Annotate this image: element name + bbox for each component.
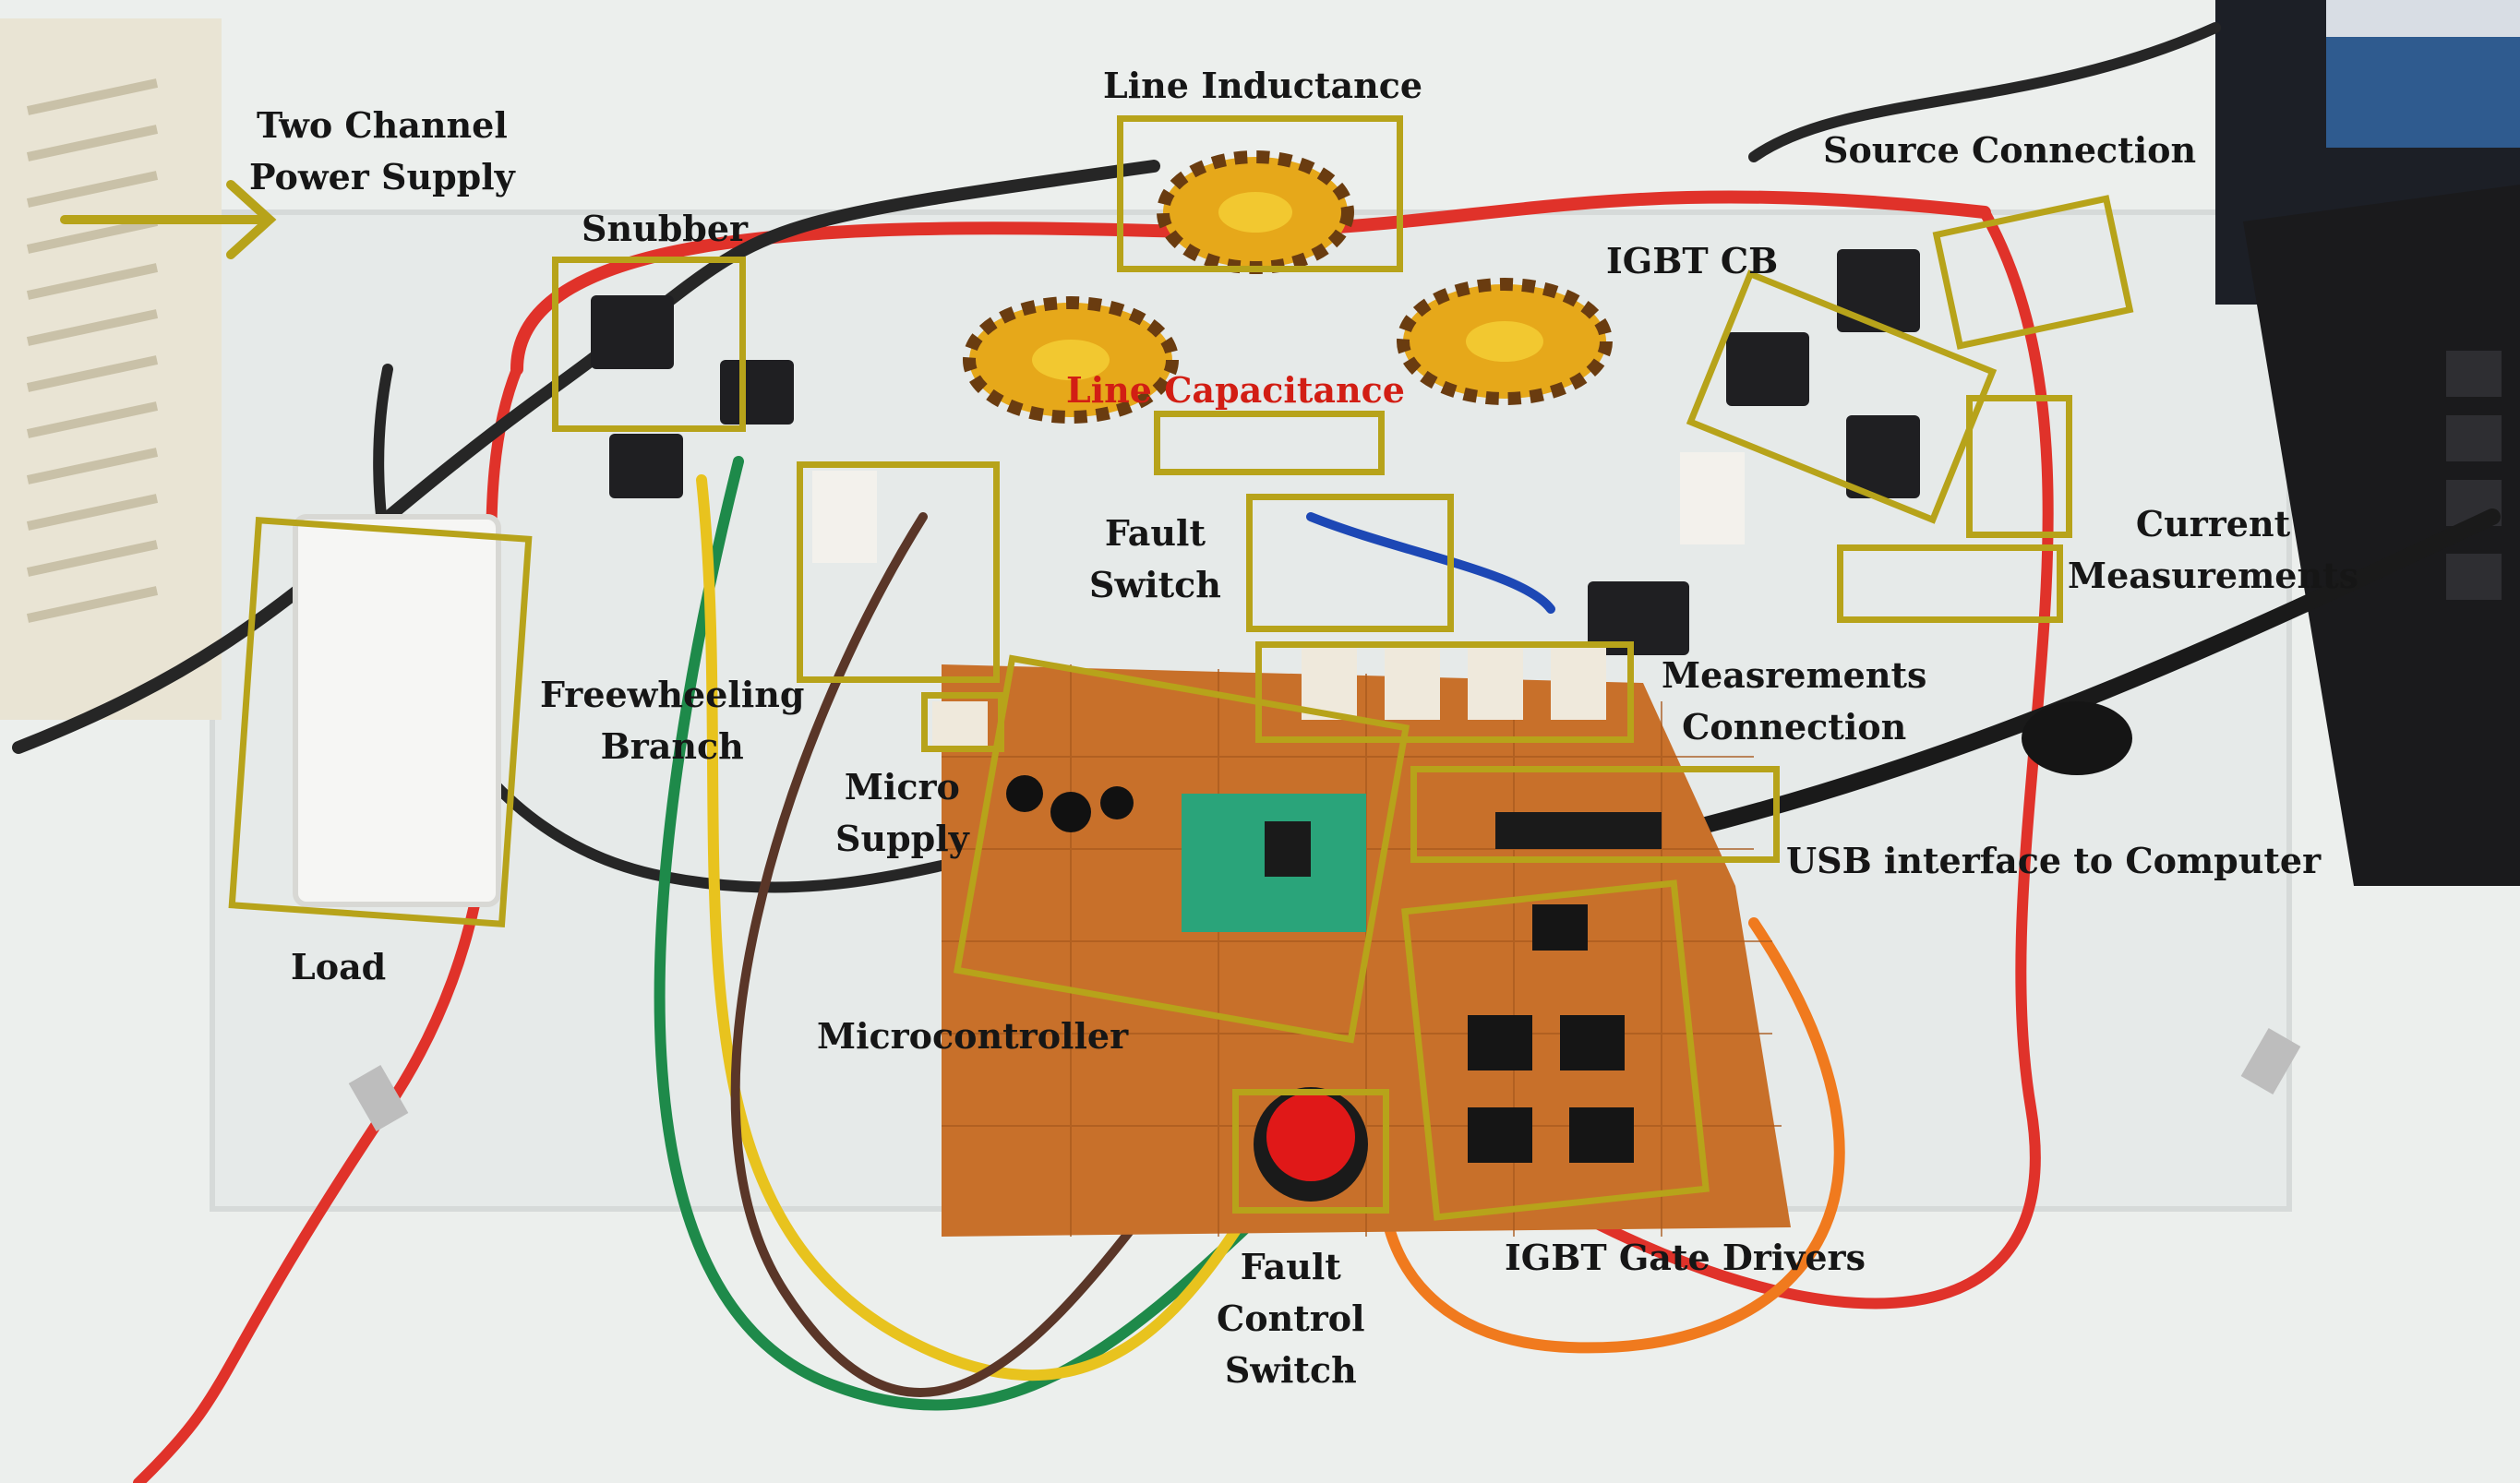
igbt-devices <box>591 249 1920 655</box>
label-load: Load <box>291 946 387 987</box>
box-measurements-connection <box>1255 641 1634 743</box>
label-power-supply: Two Channel Power Supply <box>249 104 515 197</box>
label-fault-control-switch: Fault Control Switch <box>1217 1246 1365 1391</box>
label-source-connection: Source Connection <box>1823 129 2197 171</box>
power-supply-unit <box>0 18 222 720</box>
label-line-inductance: Line Inductance <box>1103 65 1423 106</box>
label-current-measurements: Current Measurements <box>2068 503 2359 596</box>
label-usb-interface: USB interface to Computer <box>1786 840 2322 881</box>
label-igbt-cb: IGBT CB <box>1606 240 1779 281</box>
box-current-measurements <box>1837 544 2063 623</box>
box-current-sensor <box>1966 395 2072 538</box>
box-line-inductance <box>1117 115 1403 272</box>
label-measurements-connection: Measrements Connection <box>1662 654 1927 747</box>
box-microcontroller <box>953 654 1410 1044</box>
box-fault-control-switch <box>1232 1089 1389 1214</box>
box-freewheeling <box>797 461 1000 683</box>
laptop <box>2215 0 2520 886</box>
label-micro-supply: Micro Supply <box>835 766 969 859</box>
toroid-inductors <box>963 150 1613 424</box>
label-fault-switch: Fault Switch <box>1089 512 1221 605</box>
label-igbt-gate-drivers: IGBT Gate Drivers <box>1505 1237 1866 1278</box>
label-freewheeling-branch: Freewheeling Branch <box>540 674 805 767</box>
box-line-capacitance <box>1154 411 1385 475</box>
box-load <box>228 517 533 927</box>
box-igbt-gate-drivers <box>1401 879 1710 1221</box>
box-fault-switch <box>1246 494 1454 632</box>
box-usb-interface <box>1410 766 1780 863</box>
box-micro-supply <box>921 692 1004 752</box>
label-microcontroller: Microcontroller <box>817 1015 1129 1057</box>
box-snubber <box>552 257 746 432</box>
load-resistor <box>293 514 501 907</box>
label-line-capacitance: Line Capacitance <box>1066 369 1405 411</box>
arrow-right-icon <box>60 180 277 259</box>
label-snubber: Snubber <box>582 208 749 249</box>
